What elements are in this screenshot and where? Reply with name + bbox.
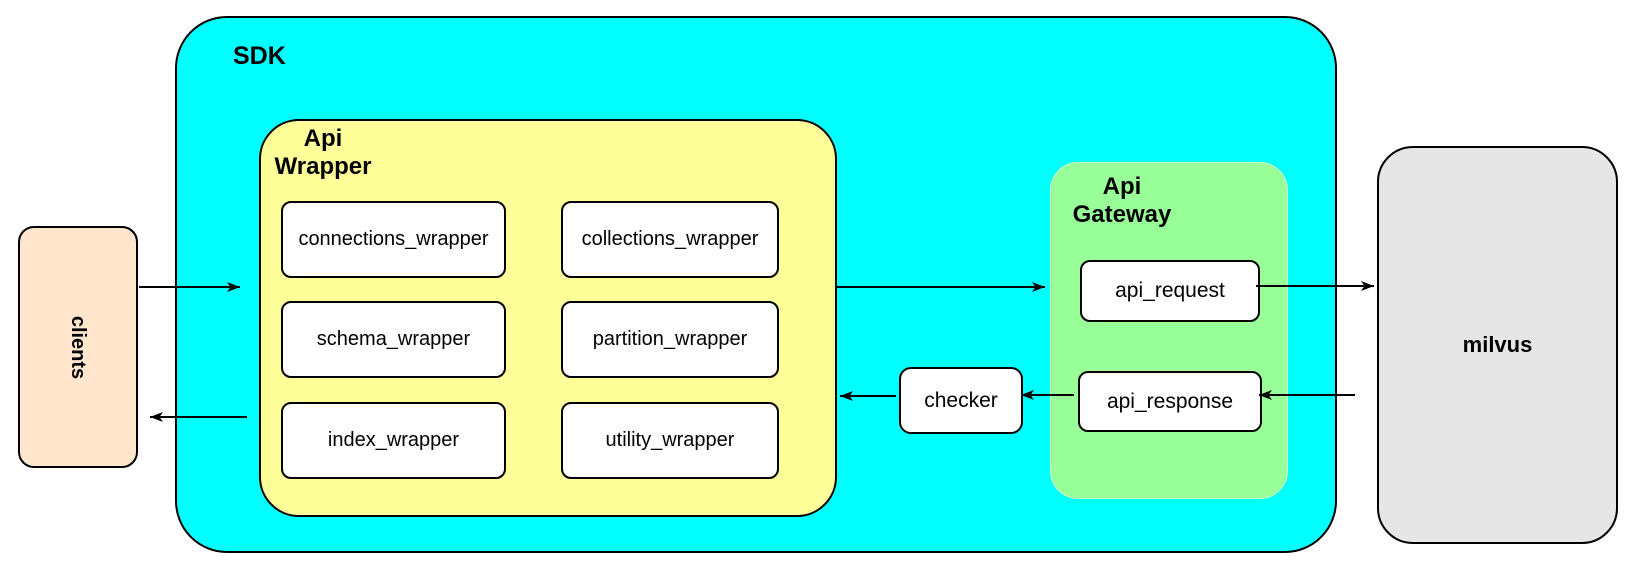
partition-wrapper-node: partition_wrapper (561, 301, 779, 378)
clients-node: clients (18, 226, 138, 468)
api-wrapper-label: Api Wrapper (265, 125, 381, 182)
connections-wrapper-node: connections_wrapper (281, 201, 506, 278)
api-wrapper-label-line2: Wrapper (274, 153, 372, 181)
sdk-label: SDK (233, 42, 286, 70)
utility-wrapper-node: utility_wrapper (561, 402, 779, 479)
index-wrapper-node: index_wrapper (281, 402, 506, 479)
collections-wrapper-node: collections_wrapper (561, 201, 779, 278)
api-response-node: api_response (1078, 371, 1262, 432)
schema-wrapper-node: schema_wrapper (281, 301, 506, 378)
api-gateway-label-line2: Gateway (1072, 201, 1172, 229)
api-gateway-container: Api Gateway api_request api_response (1050, 162, 1288, 499)
api-wrapper-container: Api Wrapper connections_wrapper collecti… (259, 119, 837, 517)
api-wrapper-label-line1: Api (303, 125, 343, 152)
api-gateway-label: Api Gateway (1070, 173, 1174, 230)
api-request-node: api_request (1080, 260, 1260, 322)
api-gateway-label-line1: Api (1102, 173, 1142, 200)
milvus-node: milvus (1377, 146, 1618, 544)
clients-label: clients (67, 315, 90, 379)
sdk-container: SDK Api Wrapper connections_wrapper coll… (175, 16, 1337, 553)
checker-node: checker (899, 367, 1023, 434)
